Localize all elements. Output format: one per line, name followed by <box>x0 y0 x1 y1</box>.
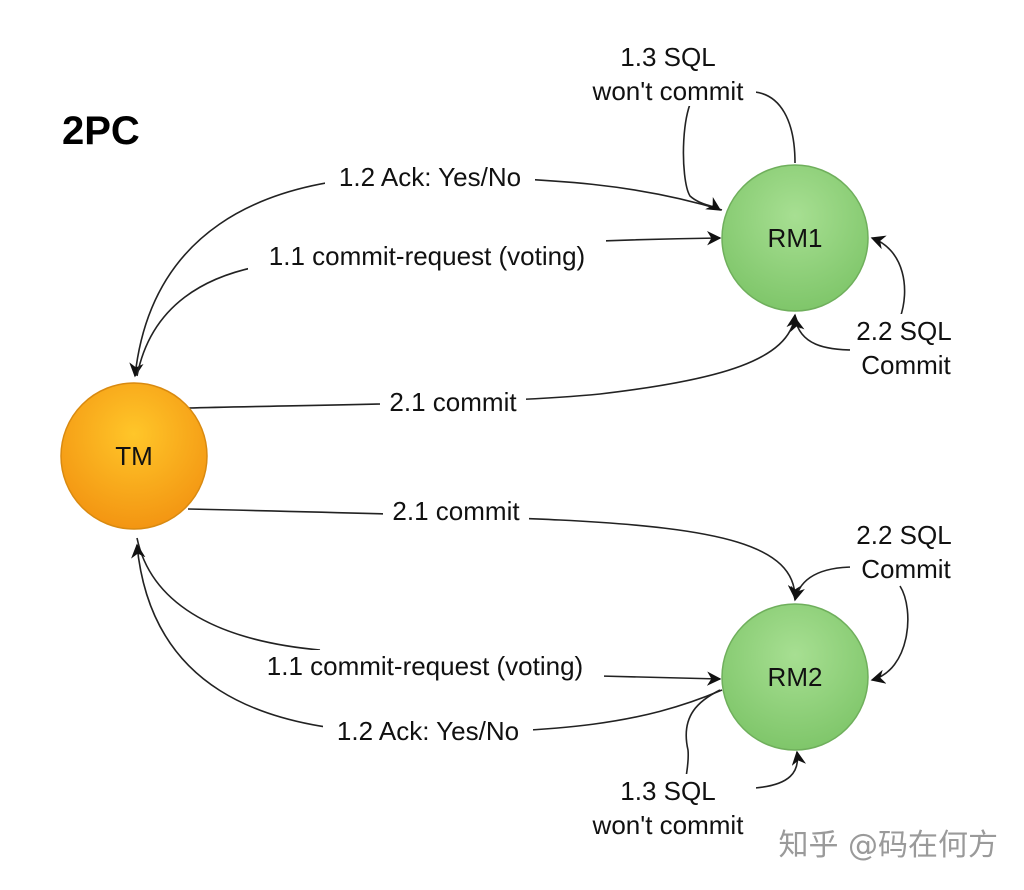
edge-bottom-commit <box>187 508 803 600</box>
svg-text:2.2 SQL: 2.2 SQL <box>856 316 951 346</box>
svg-text:1.2 Ack: Yes/No: 1.2 Ack: Yes/No <box>337 716 519 746</box>
loop-rm1-commit-in <box>790 316 856 351</box>
node-rm2-label: RM2 <box>768 662 823 692</box>
node-rm2: RM2 <box>721 603 869 751</box>
svg-text:1.1 commit-request (voting): 1.1 commit-request (voting) <box>267 651 583 681</box>
watermark: 知乎 @码在何方 <box>778 828 998 863</box>
loop-rm2-wont-commit-in <box>754 750 807 789</box>
svg-text:1.3 SQL: 1.3 SQL <box>620 42 715 72</box>
loop-rm1-commit-out <box>870 235 906 319</box>
svg-text:1.1 commit-request (voting): 1.1 commit-request (voting) <box>269 241 585 271</box>
label-top-request: 1.1 commit-request (voting) <box>248 240 606 272</box>
svg-text:2.1 commit: 2.1 commit <box>392 496 520 526</box>
svg-text:2.1 commit: 2.1 commit <box>389 387 517 417</box>
node-tm: TM <box>60 382 208 530</box>
edge-bottom-ack <box>131 543 723 734</box>
label-top-commit: 2.1 commit <box>380 387 526 417</box>
svg-text:Commit: Commit <box>861 554 951 584</box>
diagram-title: 2PC <box>62 109 140 153</box>
svg-text:won't commit: won't commit <box>592 810 745 840</box>
edge-bottom-request-stub <box>136 537 321 651</box>
label-top-ack: 1.2 Ack: Yes/No <box>325 161 535 192</box>
label-rm2-wont-commit: 1.3 SQL won't commit <box>580 774 756 840</box>
label-rm2-commit: 2.2 SQL Commit <box>850 518 960 584</box>
svg-text:1.3 SQL: 1.3 SQL <box>620 776 715 806</box>
svg-text:2.2 SQL: 2.2 SQL <box>856 520 951 550</box>
node-rm1: RM1 <box>721 164 869 312</box>
edge-top-commit <box>187 313 801 409</box>
node-tm-label: TM <box>115 441 153 471</box>
svg-text:Commit: Commit <box>861 350 951 380</box>
edge-bottom-request <box>599 671 722 686</box>
svg-text:won't commit: won't commit <box>592 76 745 106</box>
loop-rm1-wont-commit-out <box>754 91 796 164</box>
label-bottom-request: 1.1 commit-request (voting) <box>246 650 604 682</box>
node-rm1-label: RM1 <box>768 223 823 253</box>
svg-text:1.2 Ack: Yes/No: 1.2 Ack: Yes/No <box>339 162 521 192</box>
label-bottom-ack: 1.2 Ack: Yes/No <box>323 716 533 746</box>
label-bottom-commit: 2.1 commit <box>383 496 529 526</box>
loop-rm1-wont-commit-in <box>682 89 722 211</box>
loop-rm2-commit-in <box>870 585 909 684</box>
label-rm1-commit: 2.2 SQL Commit <box>850 314 960 380</box>
loop-rm2-commit-out <box>790 566 856 602</box>
label-rm1-wont-commit: 1.3 SQL won't commit <box>580 40 756 106</box>
